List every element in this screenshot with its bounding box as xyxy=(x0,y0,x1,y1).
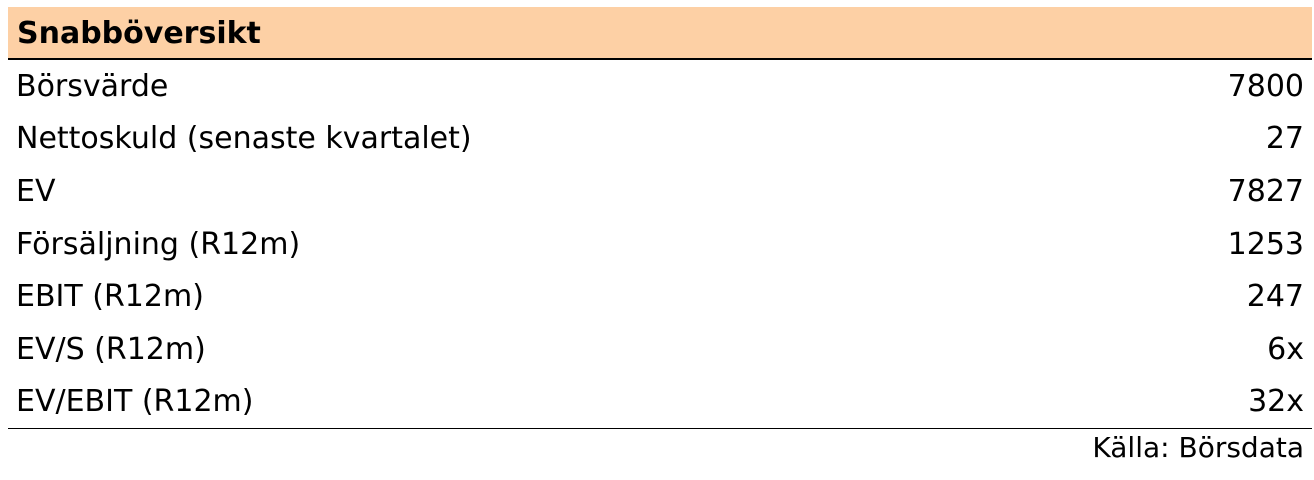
source-note: Källa: Börsdata xyxy=(1092,431,1304,465)
row-label: EV/EBIT (R12m) xyxy=(16,384,254,420)
table-row: Försäljning (R12m) 1253 xyxy=(8,218,1312,271)
table-row: EBIT (R12m) 247 xyxy=(8,270,1312,323)
row-value: 247 xyxy=(1246,279,1304,315)
table-row: Nettoskuld (senaste kvartalet) 27 xyxy=(8,113,1312,166)
row-label: Börsvärde xyxy=(16,68,169,104)
table-title: Snabböversikt xyxy=(8,7,1312,60)
row-label: EBIT (R12m) xyxy=(16,279,204,315)
row-value: 1253 xyxy=(1227,226,1304,262)
row-value: 27 xyxy=(1265,121,1304,157)
row-value: 7800 xyxy=(1227,68,1304,104)
table-row: EV/S (R12m) 6x xyxy=(8,323,1312,376)
table-row: Börsvärde 7800 xyxy=(8,60,1312,113)
row-value: 6x xyxy=(1267,331,1304,367)
row-label: Nettoskuld (senaste kvartalet) xyxy=(16,121,472,157)
row-label: EV xyxy=(16,173,56,209)
table-row: EV 7827 xyxy=(8,165,1312,218)
row-value: 7827 xyxy=(1227,173,1304,209)
table-row: EV/EBIT (R12m) 32x xyxy=(8,376,1312,430)
row-value: 32x xyxy=(1248,384,1304,420)
row-label: Försäljning (R12m) xyxy=(16,226,301,262)
row-label: EV/S (R12m) xyxy=(16,331,206,367)
